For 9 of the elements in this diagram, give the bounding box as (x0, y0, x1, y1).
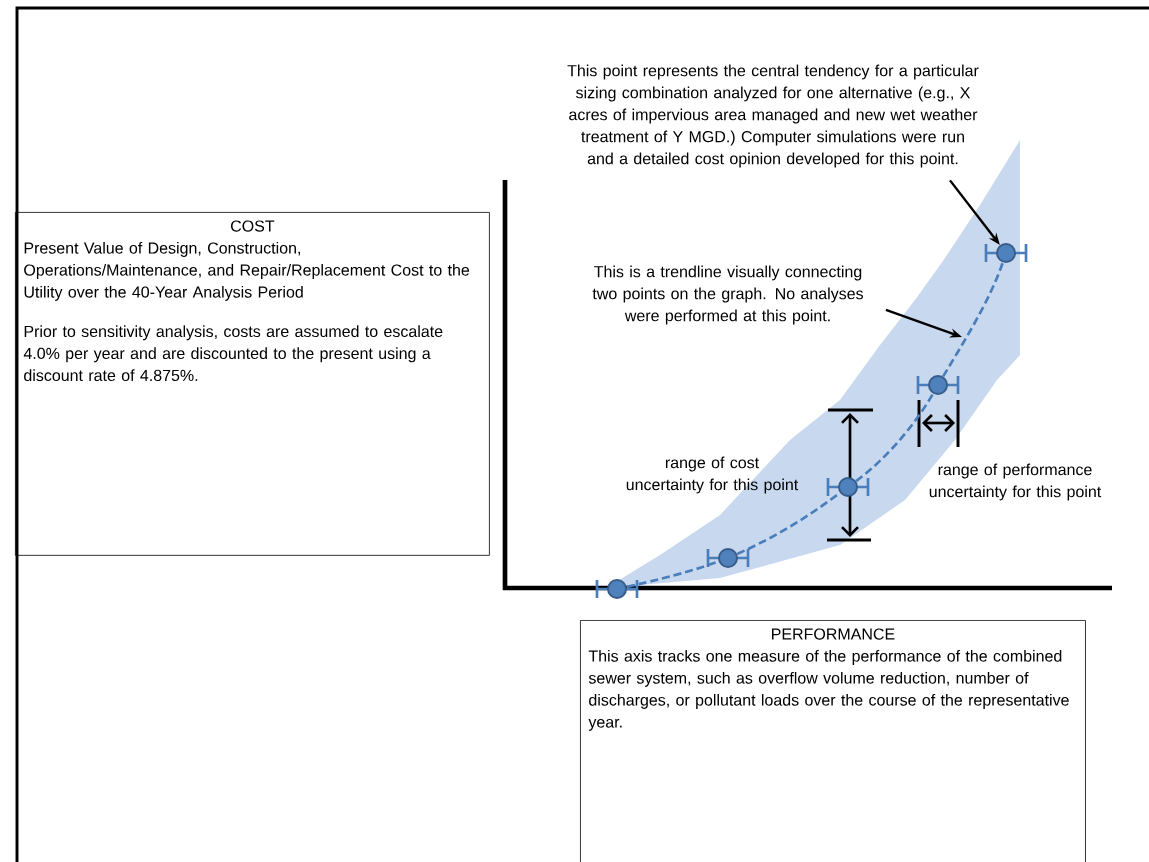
annotation-text: range of performance uncertainty for this point (929, 463, 1102, 501)
trendline (855, 392, 935, 483)
text-box: COST Present Value of Design, Construction, Operations/Maintenance, and Repair/Replacement Cost to the Utility over the 40-Year Analysis Period Prior to sensitivity analysis, costs are assumed to escalate 4.0% per year and are discounted to the present using a discount rate of 4.875%. (15, 212, 490, 556)
callout-text: This point represents the central tendency for a particular sizing combination analyzed for one alternative (e.g., X acres of impervious area managed and new wet weather treatment of Y MGD.) Computer simulations were run and a detailed cost opinion developed for this point. (567, 64, 979, 168)
annotation-text: range of cost uncertainty for this point (626, 456, 799, 494)
data-point (607, 579, 627, 599)
callout-text: This is a trendline visually connecting two points on the graph. No analyses were performed at this point. (592, 265, 863, 325)
text-box: PERFORMANCE This axis tracks one measure of the performance of the combined sewer system, such as overflow volume reduction, number of discharges, or pollutant loads over the course of the representative year. (580, 620, 1086, 862)
trendline (942, 262, 1005, 378)
